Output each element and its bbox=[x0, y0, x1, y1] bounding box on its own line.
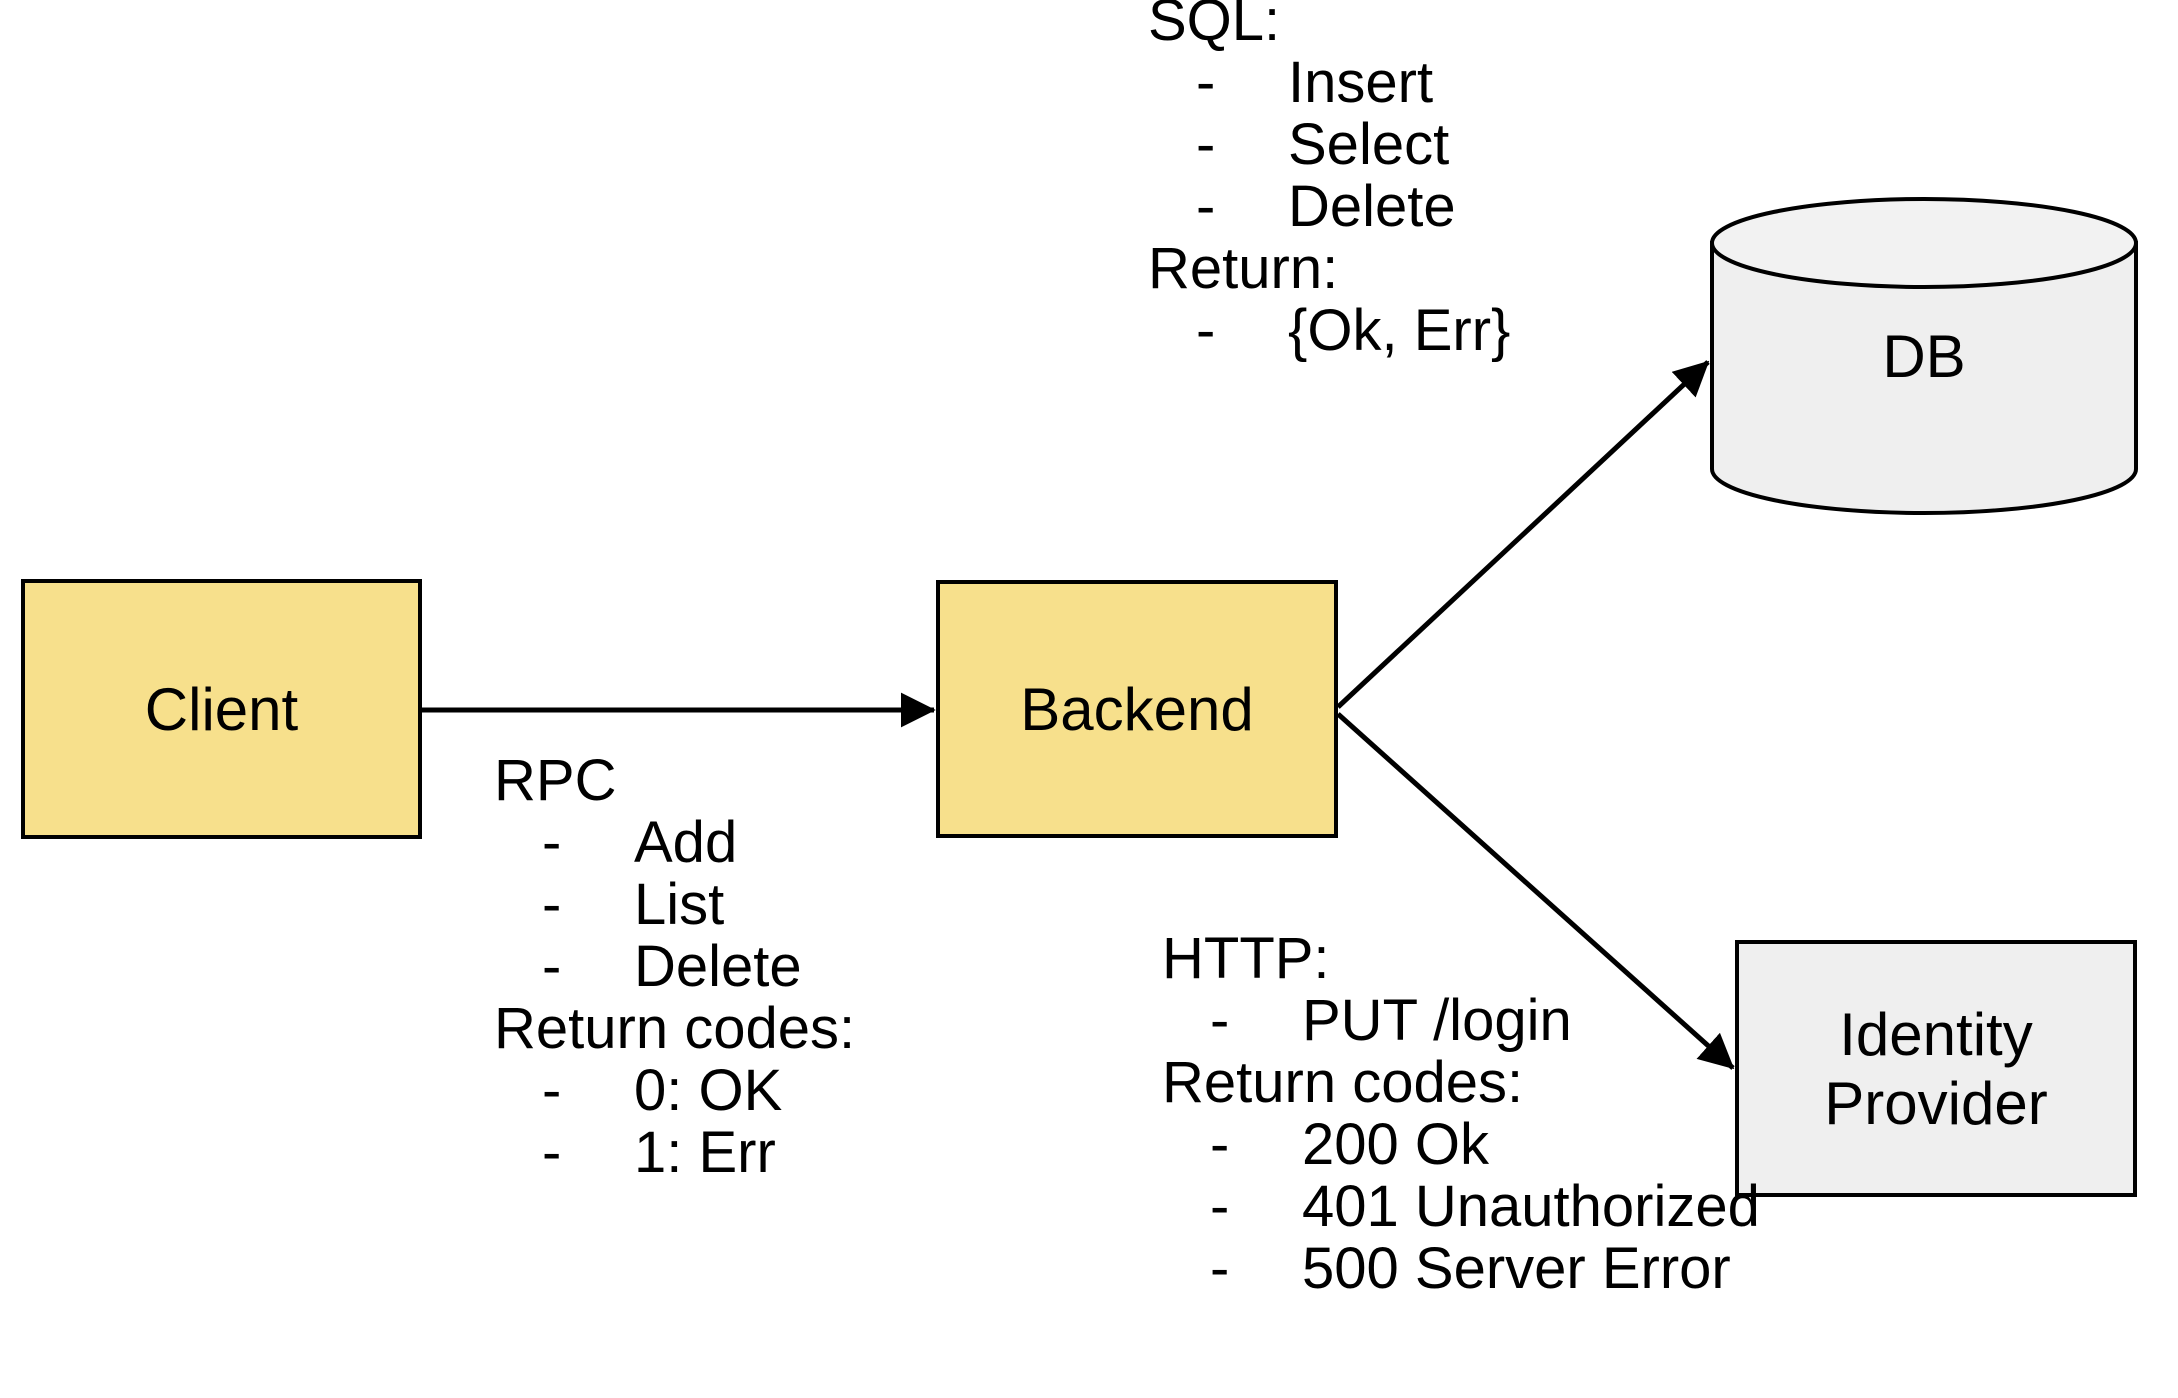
edge-backend-to-db bbox=[1336, 360, 1710, 709]
note-http-item: -PUT /login bbox=[1162, 992, 1760, 1050]
note-http: HTTP: -PUT /login Return codes: -200 Ok … bbox=[1162, 930, 1760, 1302]
bullet-dash-icon: - bbox=[1196, 112, 1216, 177]
node-db[interactable]: DB bbox=[1710, 197, 2138, 515]
node-identity-provider-label: Identity Provider bbox=[1824, 1000, 2048, 1137]
note-rpc-item: -Delete bbox=[494, 938, 855, 996]
node-backend-label: Backend bbox=[1020, 675, 1254, 743]
bullet-dash-icon: - bbox=[1210, 1236, 1230, 1301]
note-rpc-return-item: -1: Err bbox=[494, 1124, 855, 1182]
note-rpc-return-label: 1: Err bbox=[634, 1120, 776, 1185]
note-http-item-label: PUT /login bbox=[1302, 988, 1572, 1053]
note-http-return-label: 500 Server Error bbox=[1302, 1236, 1731, 1301]
note-rpc-item: -List bbox=[494, 876, 855, 934]
bullet-dash-icon: - bbox=[1210, 1174, 1230, 1239]
note-rpc-returns-heading: Return codes: bbox=[494, 996, 856, 1061]
note-sql: SQL: -Insert -Select -Delete Return: -{O… bbox=[1148, 0, 1510, 364]
note-rpc-item-label: List bbox=[634, 872, 725, 937]
bullet-dash-icon: - bbox=[542, 1058, 562, 1123]
node-client[interactable]: Client bbox=[21, 579, 422, 839]
note-http-returns-heading: Return codes: bbox=[1162, 1050, 1524, 1115]
note-rpc-item-label: Delete bbox=[634, 934, 802, 999]
bullet-dash-icon: - bbox=[542, 934, 562, 999]
bullet-dash-icon: - bbox=[542, 872, 562, 937]
bullet-dash-icon: - bbox=[1210, 988, 1230, 1053]
node-client-label: Client bbox=[144, 675, 299, 743]
note-sql-item: -Delete bbox=[1148, 178, 1510, 236]
note-sql-return-item: -{Ok, Err} bbox=[1148, 302, 1510, 360]
note-http-heading: HTTP: bbox=[1162, 926, 1330, 991]
note-http-return-label: 200 Ok bbox=[1302, 1112, 1489, 1177]
note-sql-return-label: {Ok, Err} bbox=[1288, 298, 1511, 363]
note-http-return-item: -500 Server Error bbox=[1162, 1240, 1760, 1298]
bullet-dash-icon: - bbox=[542, 1120, 562, 1185]
bullet-dash-icon: - bbox=[1196, 298, 1216, 363]
note-rpc-item-label: Add bbox=[634, 810, 738, 875]
bullet-dash-icon: - bbox=[1210, 1112, 1230, 1177]
bullet-dash-icon: - bbox=[1196, 50, 1216, 115]
note-http-return-item: -401 Unauthorized bbox=[1162, 1178, 1760, 1236]
note-http-return-label: 401 Unauthorized bbox=[1302, 1174, 1760, 1239]
note-sql-item-label: Insert bbox=[1288, 50, 1434, 115]
note-rpc-return-label: 0: OK bbox=[634, 1058, 783, 1123]
note-rpc-heading: RPC bbox=[494, 748, 617, 813]
note-sql-item-label: Select bbox=[1288, 112, 1450, 177]
note-rpc-item: -Add bbox=[494, 814, 855, 872]
node-backend[interactable]: Backend bbox=[936, 580, 1338, 838]
node-identity-provider[interactable]: Identity Provider bbox=[1735, 940, 2137, 1197]
note-sql-returns-heading: Return: bbox=[1148, 236, 1339, 301]
note-rpc-return-item: -0: OK bbox=[494, 1062, 855, 1120]
db-cylinder-icon bbox=[1710, 197, 2138, 515]
note-sql-heading: SQL: bbox=[1148, 0, 1281, 53]
note-sql-item: -Insert bbox=[1148, 54, 1510, 112]
note-sql-item-label: Delete bbox=[1288, 174, 1456, 239]
note-sql-item: -Select bbox=[1148, 116, 1510, 174]
bullet-dash-icon: - bbox=[542, 810, 562, 875]
bullet-dash-icon: - bbox=[1196, 174, 1216, 239]
note-http-return-item: -200 Ok bbox=[1162, 1116, 1760, 1174]
note-rpc: RPC -Add -List -Delete Return codes: -0:… bbox=[494, 752, 855, 1186]
